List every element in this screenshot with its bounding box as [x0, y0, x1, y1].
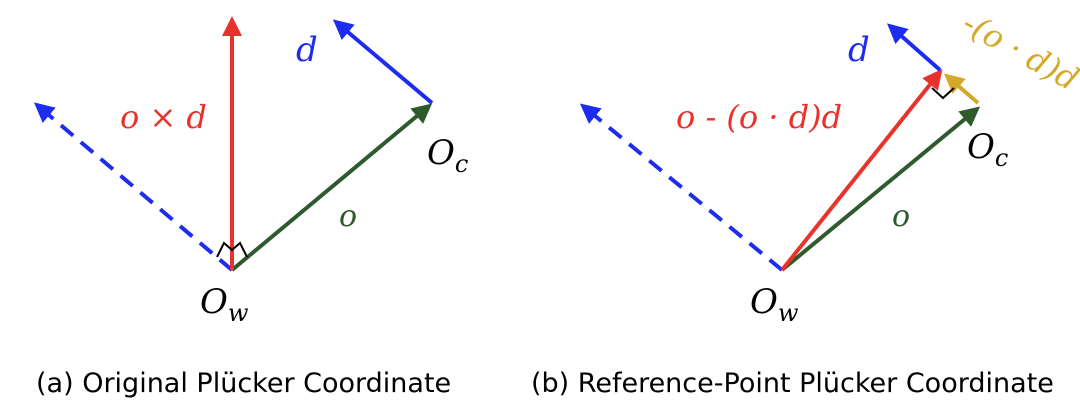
label-oc-b-main: O	[967, 127, 995, 167]
panel-b: o - (o · d)d d -(o · d)d o Oc Ow (b) Ref…	[531, 4, 1080, 399]
vector-d-a	[332, 19, 434, 105]
label-ref-b: o - (o · d)d	[676, 98, 842, 136]
label-ow-b-main: O	[750, 282, 778, 322]
vector-o-b	[780, 106, 981, 272]
right-angle-mark-b	[931, 87, 955, 100]
label-oc-b: Oc	[967, 127, 1008, 172]
dashed-direction-line-a	[33, 102, 234, 272]
vector-ref-b	[780, 68, 943, 272]
vector-d-b	[886, 23, 942, 72]
label-o-a: o	[339, 199, 357, 234]
label-proj-b: -(o · d)d	[956, 4, 1080, 99]
label-ow-a: Ow	[200, 282, 249, 327]
label-oc-a-sub: c	[455, 150, 468, 178]
label-oc-a-main: O	[427, 133, 455, 173]
panel-a: o × d d o Oc Ow (a) Original Plücker Coo…	[33, 16, 468, 399]
label-d-a: d	[296, 30, 318, 70]
label-cross-a: o × d	[120, 98, 207, 136]
label-ow-b: Ow	[750, 282, 799, 327]
label-oc-b-sub: c	[995, 144, 1008, 172]
caption-a: (a) Original Plücker Coordinate	[36, 368, 451, 399]
label-o-b: o	[892, 199, 910, 234]
label-ow-a-main: O	[200, 282, 228, 322]
right-angle-mark-a	[216, 241, 248, 258]
caption-b: (b) Reference-Point Plücker Coordinate	[531, 368, 1054, 399]
vector-o-a	[230, 103, 433, 272]
label-d-b: d	[848, 30, 870, 70]
dashed-direction-line-b	[579, 103, 784, 272]
label-ow-a-sub: w	[228, 299, 249, 327]
label-ow-b-sub: w	[778, 299, 799, 327]
vector-proj-b	[943, 73, 980, 105]
label-oc-a: Oc	[427, 133, 468, 178]
